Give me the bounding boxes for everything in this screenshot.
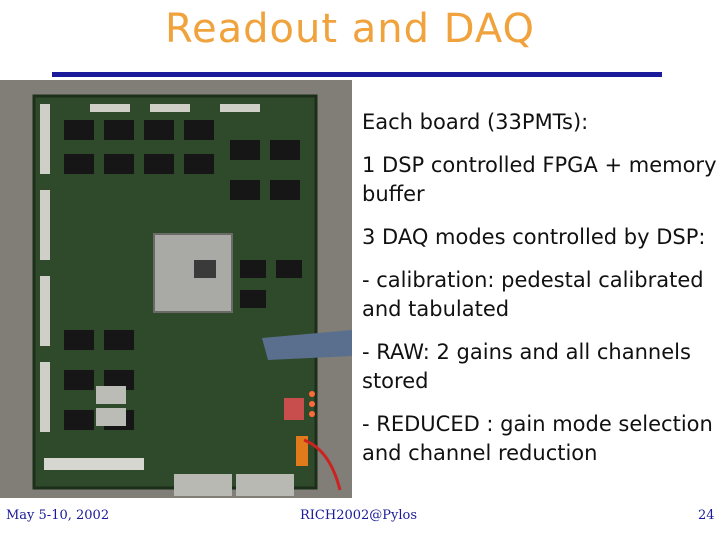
bullet-dsp: 1 DSP controlled FPGA + memory buffer [362, 153, 717, 206]
title-underline [52, 72, 662, 77]
slide-title: Readout and DAQ [165, 6, 535, 52]
bullet-list: Each board (33PMTs): 1 DSP controlled FP… [362, 108, 718, 482]
bullet-calibration: - calibration: pedestal calibrated and t… [362, 268, 704, 321]
bullet-raw: - RAW: 2 gains and all channels stored [362, 340, 691, 393]
bullet-board: Each board (33PMTs): [362, 110, 589, 134]
pcb-board-illustration [0, 80, 352, 498]
footer-conference: RICH2002@Pylos [300, 508, 418, 523]
footer-page-number: 24 [698, 508, 715, 523]
board-photo [0, 80, 352, 498]
bullet-reduced: - REDUCED : gain mode selection and chan… [362, 412, 713, 465]
bullet-daq-modes: 3 DAQ modes controlled by DSP: [362, 225, 706, 249]
footer-date: May 5-10, 2002 [6, 508, 110, 523]
